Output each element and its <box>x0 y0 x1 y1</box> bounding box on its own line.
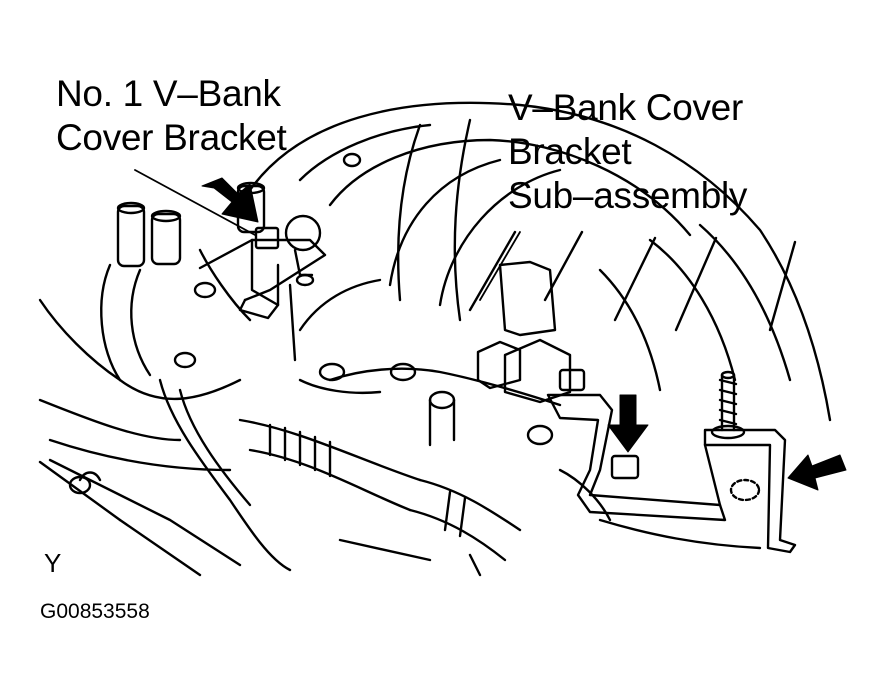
label-line: Cover Bracket <box>56 117 287 158</box>
figure-id: G00853558 <box>40 600 150 623</box>
label-line: Sub–assembly <box>508 175 748 216</box>
no1-vbank-cover-bracket <box>198 214 327 362</box>
left-pipes <box>38 181 266 472</box>
label-line: V–Bank Cover <box>508 87 743 128</box>
leader-lines <box>134 169 521 301</box>
vbank-cover-bracket-subassembly-label: V–Bank Cover Bracket Sub–assembly <box>508 86 747 218</box>
intake-manifold <box>248 101 832 447</box>
arrow-icon <box>201 177 259 223</box>
arrow-icon <box>787 454 847 491</box>
label-line: Bracket <box>508 131 632 172</box>
no1-vbank-cover-bracket-label: No. 1 V–Bank Cover Bracket <box>56 72 287 160</box>
hoses <box>48 378 522 577</box>
arrow-icon <box>607 394 649 453</box>
view-letter: Y <box>44 548 62 578</box>
label-line: No. 1 V–Bank <box>56 73 281 114</box>
lower-engine-outline <box>38 460 762 550</box>
vbank-cover-bracket-subassembly <box>476 260 797 554</box>
